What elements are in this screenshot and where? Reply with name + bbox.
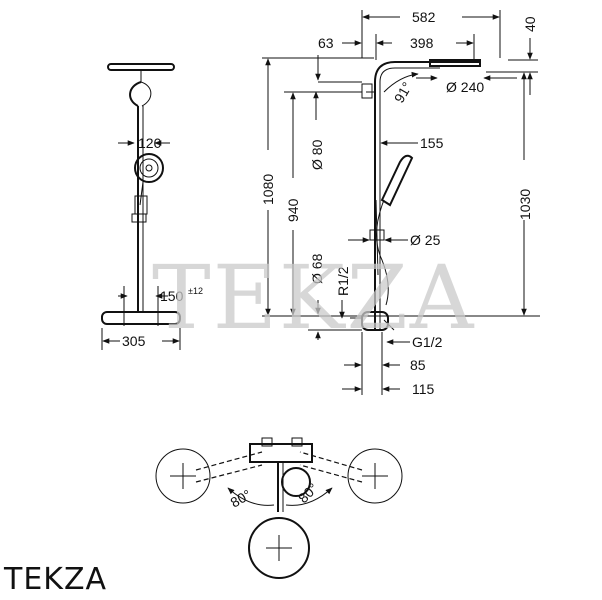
dim-305: 305 xyxy=(122,333,146,349)
front-view: 120 150 ±12 305 xyxy=(101,63,203,350)
dim-120: 120 xyxy=(138,135,162,151)
dim-63: 63 xyxy=(318,35,334,51)
dim-398: 398 xyxy=(410,35,434,51)
dim-80deg-right: 80° xyxy=(295,480,321,506)
dim-1080: 1080 xyxy=(260,174,276,205)
dim-1030: 1030 xyxy=(517,189,533,220)
dim-582: 582 xyxy=(412,9,436,25)
dim-25: Ø 25 xyxy=(410,232,441,248)
dim-80deg-left: 80° xyxy=(228,486,254,510)
dim-240: Ø 240 xyxy=(446,79,484,95)
dim-150-tolerance: ±12 xyxy=(188,286,203,296)
top-view: 80° 80° xyxy=(155,437,403,579)
dim-85: 85 xyxy=(410,357,426,373)
dim-150: 150 xyxy=(160,288,184,304)
brand-label: TEKZA xyxy=(4,562,108,597)
dim-155: 155 xyxy=(420,135,444,151)
dim-115: 115 xyxy=(412,381,435,397)
dim-g12: G1/2 xyxy=(412,334,443,350)
dim-80: Ø 80 xyxy=(309,139,325,170)
watermark: TEKZA xyxy=(152,246,475,349)
dim-r12: R1/2 xyxy=(335,266,351,296)
dim-940: 940 xyxy=(285,198,301,222)
dim-40: 40 xyxy=(522,16,538,32)
dim-68: Ø 68 xyxy=(309,253,325,284)
